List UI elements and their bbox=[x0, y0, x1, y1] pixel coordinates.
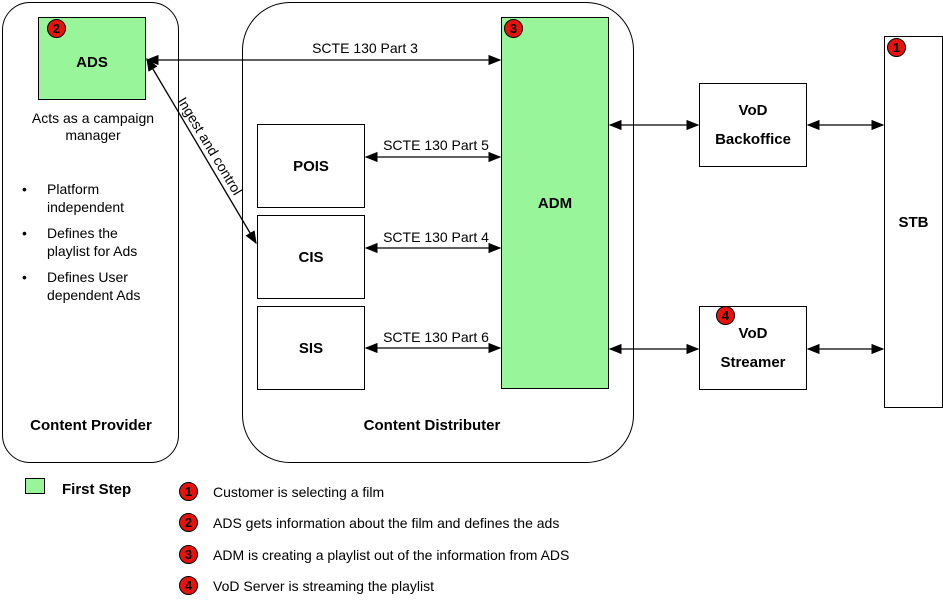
cis-box: CIS bbox=[257, 215, 365, 299]
label-scte-part5: SCTE 130 Part 5 bbox=[383, 137, 489, 153]
ads-label: ADS bbox=[76, 54, 108, 71]
legend-badge-3: 3 bbox=[179, 545, 198, 564]
step-badge-2: 2 bbox=[47, 19, 66, 38]
label-scte-part6: SCTE 130 Part 6 bbox=[383, 329, 489, 345]
legend-step-4: VoD Server is streaming the playlist bbox=[213, 578, 434, 594]
label-scte-part3: SCTE 130 Part 3 bbox=[312, 40, 418, 56]
legend-badge-2: 2 bbox=[179, 513, 198, 532]
content-distributer-label: Content Distributer bbox=[363, 417, 501, 434]
adm-box: ADM bbox=[501, 17, 609, 389]
feature-item: •Defines User dependent Ads bbox=[22, 269, 141, 303]
legend-badge-1: 1 bbox=[179, 482, 198, 501]
step-badge-1: 1 bbox=[887, 38, 906, 57]
pois-box: POIS bbox=[257, 124, 365, 208]
legend-step-2: ADS gets information about the film and … bbox=[213, 515, 560, 531]
label-scte-part4: SCTE 130 Part 4 bbox=[383, 229, 489, 245]
legend-first-step-swatch bbox=[25, 478, 45, 494]
vod-backoffice-box: VoD Backoffice bbox=[699, 83, 807, 167]
feature-list: •Platform independent •Defines the playl… bbox=[22, 180, 162, 304]
feature-item: •Platform independent bbox=[22, 181, 125, 215]
arrow-ads-cis bbox=[146, 57, 257, 245]
content-provider-label: Content Provider bbox=[30, 417, 152, 434]
legend-step-1: Customer is selecting a film bbox=[213, 484, 385, 500]
ads-description: Acts as a campaign manager bbox=[31, 110, 155, 143]
sis-box: SIS bbox=[257, 306, 365, 390]
step-badge-4: 4 bbox=[716, 306, 735, 325]
feature-item: •Defines the playlist for Ads bbox=[22, 225, 138, 259]
legend-badge-4: 4 bbox=[179, 576, 198, 595]
legend-step-3: ADM is creating a playlist out of the in… bbox=[213, 547, 570, 563]
ads-box: ADS bbox=[38, 17, 146, 100]
legend-first-step-label: First Step bbox=[62, 481, 132, 498]
step-badge-3: 3 bbox=[504, 19, 523, 38]
